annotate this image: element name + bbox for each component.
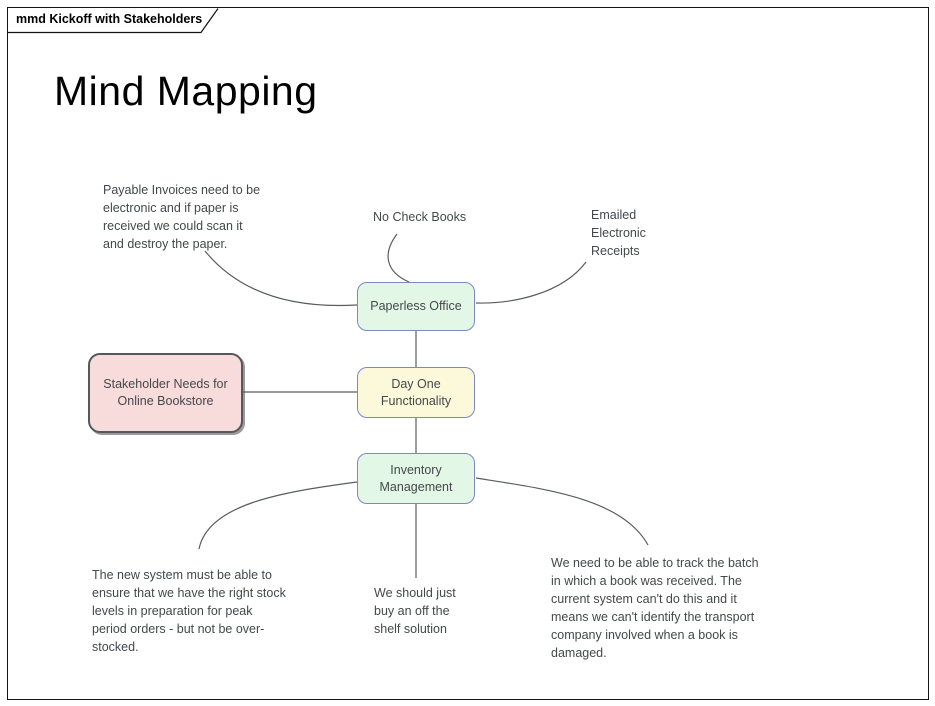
annotation-off-the-shelf[interactable]: We should just buy an off the shelf solu… xyxy=(374,586,456,636)
diagram-frame: mmd Kickoff with Stakeholders xyxy=(7,7,929,700)
node-inventory-management[interactable]: Inventory Management xyxy=(357,453,475,504)
connector-emailed-to-paperless[interactable] xyxy=(475,261,587,304)
connector-payable-to-paperless[interactable] xyxy=(204,250,358,307)
page-title: Mind Mapping xyxy=(54,68,318,114)
annotation-no-check-books[interactable]: No Check Books xyxy=(373,210,467,224)
frame-tab-outline xyxy=(8,8,219,34)
node-stakeholder-needs[interactable]: Stakeholder Needs for Online Bookstore xyxy=(88,353,243,433)
connector-inventory-to-stock[interactable] xyxy=(198,481,358,550)
connector-inventory-to-batch[interactable] xyxy=(475,477,649,546)
annotation-stock-levels[interactable]: The new system must be able to ensure th… xyxy=(92,568,286,654)
node-day-one-functionality[interactable]: Day One Functionality xyxy=(357,367,475,418)
frame-tab-label: mmd Kickoff with Stakeholders xyxy=(16,12,203,26)
annotation-emailed-receipts[interactable]: Emailed Electronic Receipts xyxy=(591,208,646,258)
annotation-payable-invoices[interactable]: Payable Invoices need to be electronic a… xyxy=(103,183,261,251)
node-paperless-office[interactable]: Paperless Office xyxy=(357,282,475,331)
connector-nocheck-to-paperless[interactable] xyxy=(387,233,410,283)
annotation-track-batch[interactable]: We need to be able to track the batch in… xyxy=(551,556,759,660)
